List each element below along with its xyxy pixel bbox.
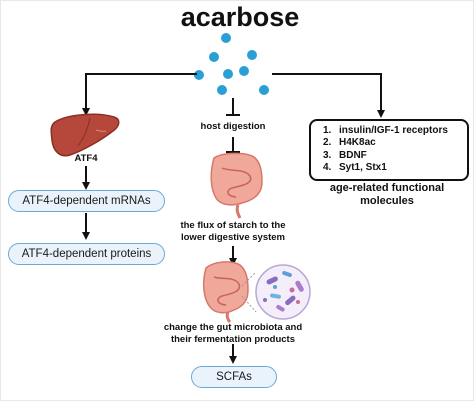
molecule-dot [247,50,257,60]
zoom-line [241,295,257,313]
right-branch-arrow [272,73,385,118]
list-item: 2.H4K8ac [323,137,376,149]
age-related-line: molecules [360,195,414,207]
list-item: 4.Syt1, Stx1 [323,162,387,174]
microbiota-icon [255,264,311,320]
list-item: 1.insulin/IGF-1 receptors [323,125,448,136]
molecule-dot [209,52,219,62]
zoom-line [241,271,257,287]
molecule-dot [239,66,249,76]
protein-box: ATF4-dependent proteins [8,243,165,265]
liver-icon [50,113,120,157]
molecule-dot [217,85,227,95]
molecule-dot [223,69,233,79]
molecule-dot [221,33,231,43]
microbiota-line: their fermentation products [170,333,296,345]
liver-label: ATF4 [74,153,98,164]
host-digestion-label: host digestion [200,121,266,132]
acarbose-molecule-dots [194,33,269,95]
left-branch-arrow [82,73,197,116]
age-related-label: age-related functional molecules [306,182,468,208]
molecule-dot [194,70,204,80]
receptor-list-box: 1.insulin/IGF-1 receptors 2.H4K8ac 3.BDN… [309,119,469,181]
intestine-icon [210,152,263,219]
microbiota-line: change the gut microbiota and [163,322,303,333]
mrna-box: ATF4-dependent mRNAs [8,190,165,212]
microbiota-label: change the gut microbiota and their ferm… [150,322,316,345]
receptor-list: 1.insulin/IGF-1 receptors 2.H4K8ac 3.BDN… [311,121,467,175]
starch-flux-line: the flux of starch to the [180,220,286,231]
starch-flux-line: lower digestive system [180,231,286,243]
molecule-dot [259,85,269,95]
intestine-icon-2 [202,261,249,324]
list-item: 3.BDNF [323,149,367,161]
age-related-line: age-related functional [329,182,445,194]
scfa-box: SCFAs [191,366,277,388]
diagram-title: acarbose [180,2,300,32]
starch-flux-label: the flux of starch to the lower digestiv… [163,220,303,243]
